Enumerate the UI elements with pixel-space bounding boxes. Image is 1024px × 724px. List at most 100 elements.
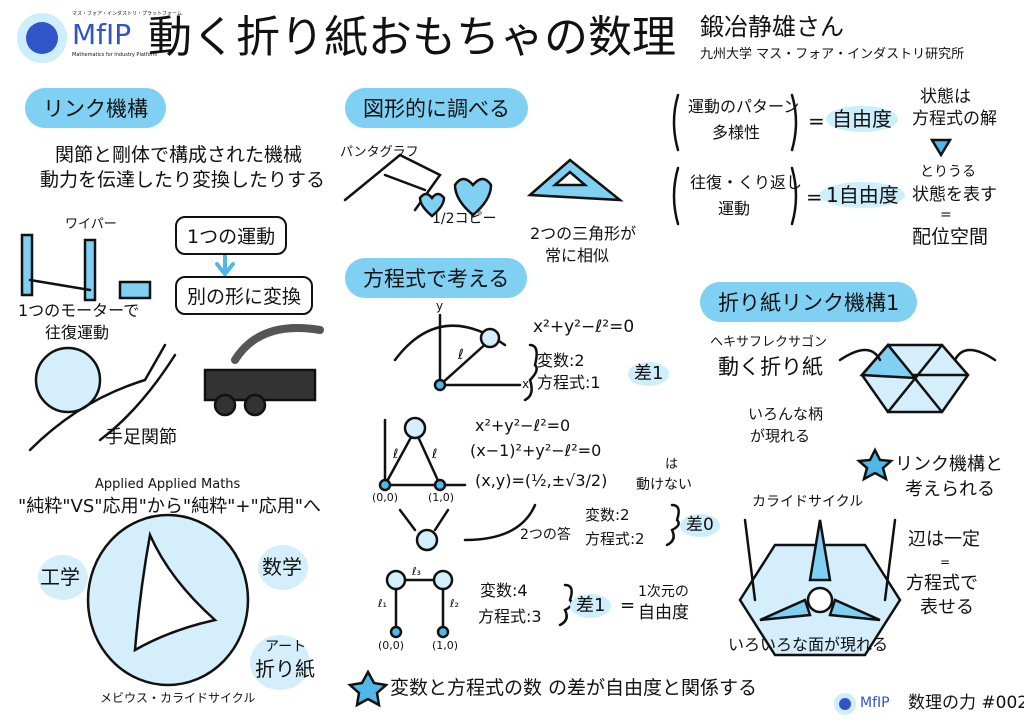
ex2-two-answers: 2つの答 [520, 527, 571, 543]
box-transform: 別の形に変換 [175, 276, 314, 315]
pantograph-label: パンタグラフ [340, 145, 419, 160]
dof-row2-eq: = [806, 185, 823, 209]
ex3-eqs: 方程式:3 [478, 607, 542, 626]
dof-row1-result: 自由度 [826, 106, 898, 132]
label-math: 数学 [262, 555, 302, 579]
ex1-l-label: ℓ [458, 347, 464, 363]
state-4: 状態を表す [912, 185, 997, 205]
state-6: 配位空間 [912, 226, 989, 248]
ex1-x-label: x [522, 377, 530, 391]
box-one-motion: 1つの運動 [175, 216, 288, 255]
ex2-cannot-1: は [665, 457, 679, 472]
ex2-l-right: ℓ [432, 447, 438, 462]
affiliation: 九州大学 マス・フォア・インダストリ研究所 [700, 47, 965, 62]
link-consider-2: 考えられる [905, 479, 995, 500]
ex1-vars: 変数:2 [537, 351, 585, 370]
ex1-eqs: 方程式:1 [537, 373, 601, 392]
wiper-label: ワイパー [65, 217, 117, 232]
ex2-diff: 差0 [680, 514, 720, 537]
ex3-l2: ℓ₂ [450, 597, 459, 610]
ex3-l3: ℓ₃ [412, 565, 421, 578]
link-desc-1: 関節と剛体で構成された機械 [55, 144, 303, 166]
ex3-l1: ℓ₁ [378, 597, 387, 610]
heading-geometric: 図形的に調べる [345, 88, 528, 128]
star-icon [855, 447, 895, 482]
state-3: とりうる [920, 164, 976, 180]
ex2-diagram [378, 416, 537, 552]
ex3-vars: 変数:4 [480, 581, 528, 600]
dof-row1-b: 多様性 [712, 123, 761, 142]
moving-origami-label: 動く折り紙 [718, 355, 823, 379]
state-2: 方程式の解 [912, 109, 997, 129]
box-arrow-icon [215, 253, 235, 278]
ex2-vars: 変数:2 [585, 506, 630, 524]
ex1-y-label: y [436, 299, 444, 313]
dof-row1-eq: = [808, 109, 825, 133]
speaker-name: 鍛冶静雄さん [700, 13, 844, 41]
series-label: 数理の力 #002 [908, 693, 1024, 713]
ex1-diagram [393, 313, 522, 392]
ex2-equation-2: (x−1)²+y²−ℓ²=0 [470, 441, 602, 460]
hexaflexagon-drawing [838, 343, 997, 414]
pattern-label-2: が現れる [750, 427, 811, 445]
train-drawing [203, 324, 324, 417]
label-engineering: 工学 [40, 565, 80, 589]
link-desc-2: 動力を伝達したり変換したりする [40, 169, 326, 191]
ex2-point-0: (0,0) [372, 491, 399, 504]
edge-label-3: 方程式で [906, 573, 978, 594]
footer-logo-text: MfIP [860, 695, 890, 711]
ex2-equation-1: x²+y²−ℓ²=0 [475, 416, 571, 435]
mfip-logo-icon [17, 13, 67, 63]
ex3-result-1: 1次元の [638, 584, 689, 600]
ex2-eqs: 方程式:2 [585, 530, 645, 548]
link-consider-1: リンク機構と [895, 454, 1003, 475]
kaleidocycle-label: カライドサイクル [752, 494, 864, 510]
dof-row2-a: 往復・くり返し [690, 173, 803, 192]
heading-equations: 方程式で考える [345, 258, 528, 298]
pattern-label-1: いろんな柄 [748, 405, 824, 423]
logo-text: MfIP [72, 18, 132, 51]
ex3-point-1: (1,0) [432, 639, 459, 652]
dof-row2-result: 1自由度 [820, 182, 905, 208]
mobius-caption: メビウス・カライドサイクル [100, 691, 256, 705]
dof-row1-a: 運動のパターン [688, 97, 800, 116]
ex3-equals: = [620, 595, 636, 616]
triangles-label-2: 常に相似 [545, 246, 610, 265]
person-drawing [28, 343, 177, 452]
heading-origami-link: 折り紙リンク機構1 [700, 282, 918, 322]
wiper-drawing [20, 233, 152, 302]
brackets [523, 93, 798, 627]
kaleidocycle-drawing [738, 518, 902, 657]
ex3-point-0: (0,0) [378, 639, 405, 652]
state-5: = [940, 207, 952, 223]
pantograph-drawing [343, 153, 493, 218]
ex3-diagram [385, 569, 454, 639]
page-title: 動く折り紙おもちゃの数理 [148, 12, 676, 63]
applied-title: Applied Applied Maths [95, 477, 241, 492]
conclusion: 変数と方程式の数 の差が自由度と関係する [390, 677, 758, 699]
ex3-diff: 差1 [570, 594, 612, 618]
label-art: アート [265, 639, 307, 655]
ex2-l-left: ℓ [393, 447, 399, 462]
hexaflexagon-label: ヘキサフレクサゴン [710, 335, 828, 350]
state-1: 状態は [920, 87, 971, 107]
ex2-solution: (x,y)=(½,±√3/2) [475, 471, 608, 490]
triangles-label-1: 2つの三角形が [530, 224, 637, 243]
label-origami: 折り紙 [255, 657, 315, 681]
ex1-equation: x²+y²−ℓ²=0 [533, 317, 635, 337]
edge-label-4: 表せる [920, 597, 974, 618]
half-copy-label: 1/2コピー [432, 211, 497, 227]
ex1-diff: 差1 [628, 362, 670, 386]
similar-triangles-drawing [526, 158, 624, 202]
logo-subtitle: Mathematics for Industry Platform [72, 52, 158, 58]
dof-row2-b: 運動 [718, 199, 751, 218]
footer-logo-icon [834, 693, 856, 715]
conclusion-star-icon [347, 669, 389, 708]
edge-label-2: = [940, 555, 951, 569]
logo-kana: マス・フォア・インダストリ・プラットフォーム [72, 11, 182, 17]
faces-label: いろいろな面が現れる [728, 635, 889, 654]
ex2-cannot-2: 動けない [636, 477, 692, 493]
applied-subtitle: "純粋"VS"応用"から"純粋"+"応用"へ [18, 496, 322, 517]
motor-label-1: 1つのモーターで [18, 301, 140, 320]
joints-label: 手足関節 [105, 427, 177, 448]
